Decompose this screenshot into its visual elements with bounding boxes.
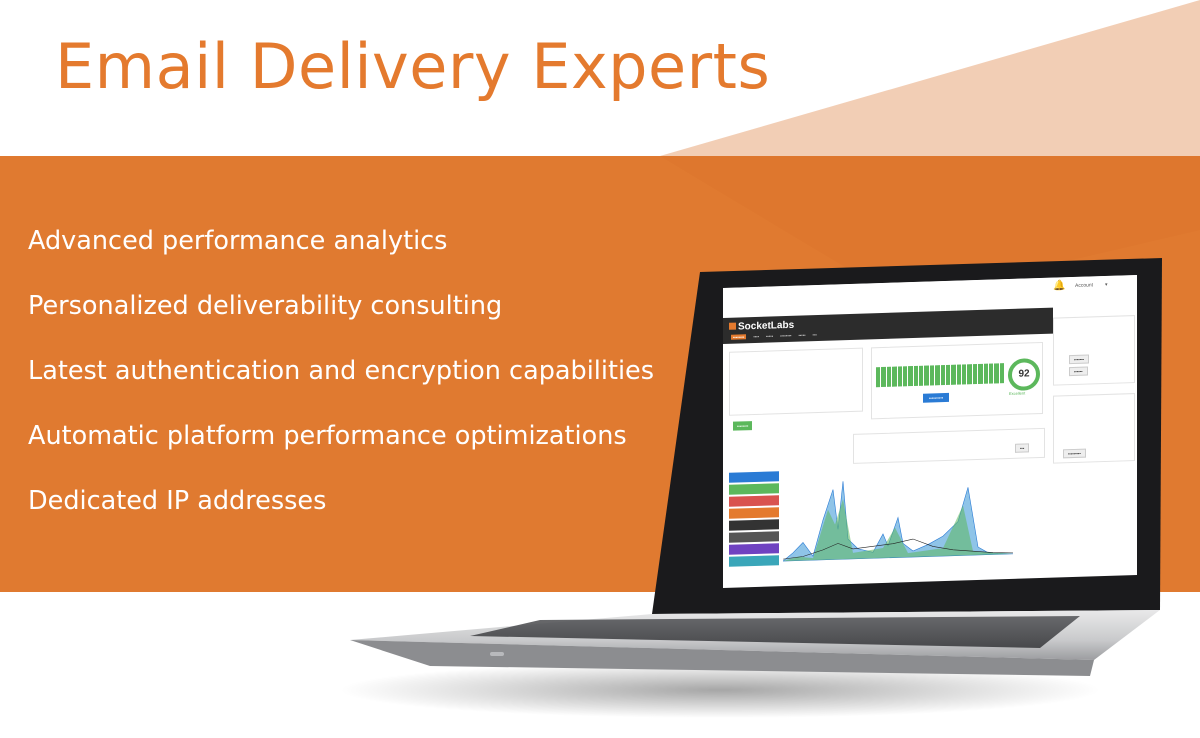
- logo: SocketLabs: [729, 320, 794, 333]
- submit-suggestion-button[interactable]: ▪▪▪▪▪▪▪▪▪: [1063, 448, 1086, 459]
- legend-item[interactable]: [729, 555, 779, 567]
- support-center-button[interactable]: ▪▪▪▪▪▪▪: [1069, 354, 1089, 365]
- legend-item[interactable]: [729, 507, 779, 519]
- nav-item[interactable]: ▪▪▪▪▪▪▪▪: [780, 332, 792, 339]
- nav-item[interactable]: ▪▪▪▪▪▪▪▪: [731, 334, 747, 340]
- logo-text: SocketLabs: [738, 319, 795, 333]
- activity-chart: [783, 481, 1013, 562]
- legend-item[interactable]: [729, 531, 779, 543]
- feature-item: Automatic platform performance optimizat…: [28, 421, 627, 451]
- stats-panel: [729, 347, 863, 416]
- feature-list: Advanced performance analytics Personali…: [28, 222, 654, 547]
- laptop-screen: 🔔 Account ▾ SocketLabs ▪▪▪▪▪▪▪▪ ▪▪▪▪ ▪▪▪…: [723, 274, 1137, 588]
- laptop-base-edge: [350, 640, 1094, 676]
- nav-item[interactable]: ▪▪▪▪: [753, 333, 760, 340]
- score-label: Excellent: [1009, 390, 1026, 397]
- feature-item: Latest authentication and encryption cap…: [28, 356, 655, 386]
- legend-item[interactable]: [729, 483, 779, 495]
- add-server-button[interactable]: ▪▪▪▪▪▪▪▪: [733, 421, 753, 431]
- feature-item: Personalized deliverability consulting: [28, 291, 503, 321]
- legend-item[interactable]: [729, 519, 779, 531]
- nav-item[interactable]: ▪▪▪: [812, 332, 817, 338]
- account-menu[interactable]: Account: [1075, 282, 1094, 289]
- headline: Email Delivery Experts: [55, 30, 771, 103]
- score-bars: [876, 363, 1004, 388]
- legend-item[interactable]: [729, 471, 779, 483]
- keyboard: [470, 616, 1080, 648]
- nav-items: ▪▪▪▪▪▪▪▪ ▪▪▪▪ ▪▪▪▪▪ ▪▪▪▪▪▪▪▪ ▪▪▪▪▪ ▪▪▪: [731, 332, 817, 340]
- shade-corner: [660, 0, 1200, 300]
- legend-item[interactable]: [729, 495, 779, 507]
- user-menu[interactable]: ▾: [1105, 281, 1108, 288]
- feature-item: Dedicated IP addresses: [28, 486, 327, 516]
- app-nav: SocketLabs ▪▪▪▪▪▪▪▪ ▪▪▪▪ ▪▪▪▪▪ ▪▪▪▪▪▪▪▪ …: [723, 307, 1053, 344]
- legend-item[interactable]: [729, 543, 779, 555]
- view-report-button[interactable]: ▪▪▪▪▪▪▪▪▪▪: [923, 392, 950, 403]
- nav-item[interactable]: ▪▪▪▪▪: [766, 333, 774, 339]
- bell-icon[interactable]: 🔔: [1053, 280, 1066, 292]
- area-series-green: [783, 499, 1013, 562]
- logo-icon: [729, 322, 736, 330]
- white-corner: [660, 0, 1200, 156]
- laptop-shadow: [340, 662, 1100, 718]
- event-legend: [729, 471, 779, 569]
- trackpad-notch: [490, 652, 504, 656]
- system-status-button[interactable]: ▪▪▪▪▪▪: [1069, 366, 1088, 377]
- line-series-black: [783, 538, 1013, 560]
- feature-item: Advanced performance analytics: [28, 226, 448, 256]
- help-panel: [1053, 315, 1135, 386]
- update-button[interactable]: ▪▪▪: [1015, 443, 1030, 453]
- nav-item[interactable]: ▪▪▪▪▪: [798, 332, 806, 338]
